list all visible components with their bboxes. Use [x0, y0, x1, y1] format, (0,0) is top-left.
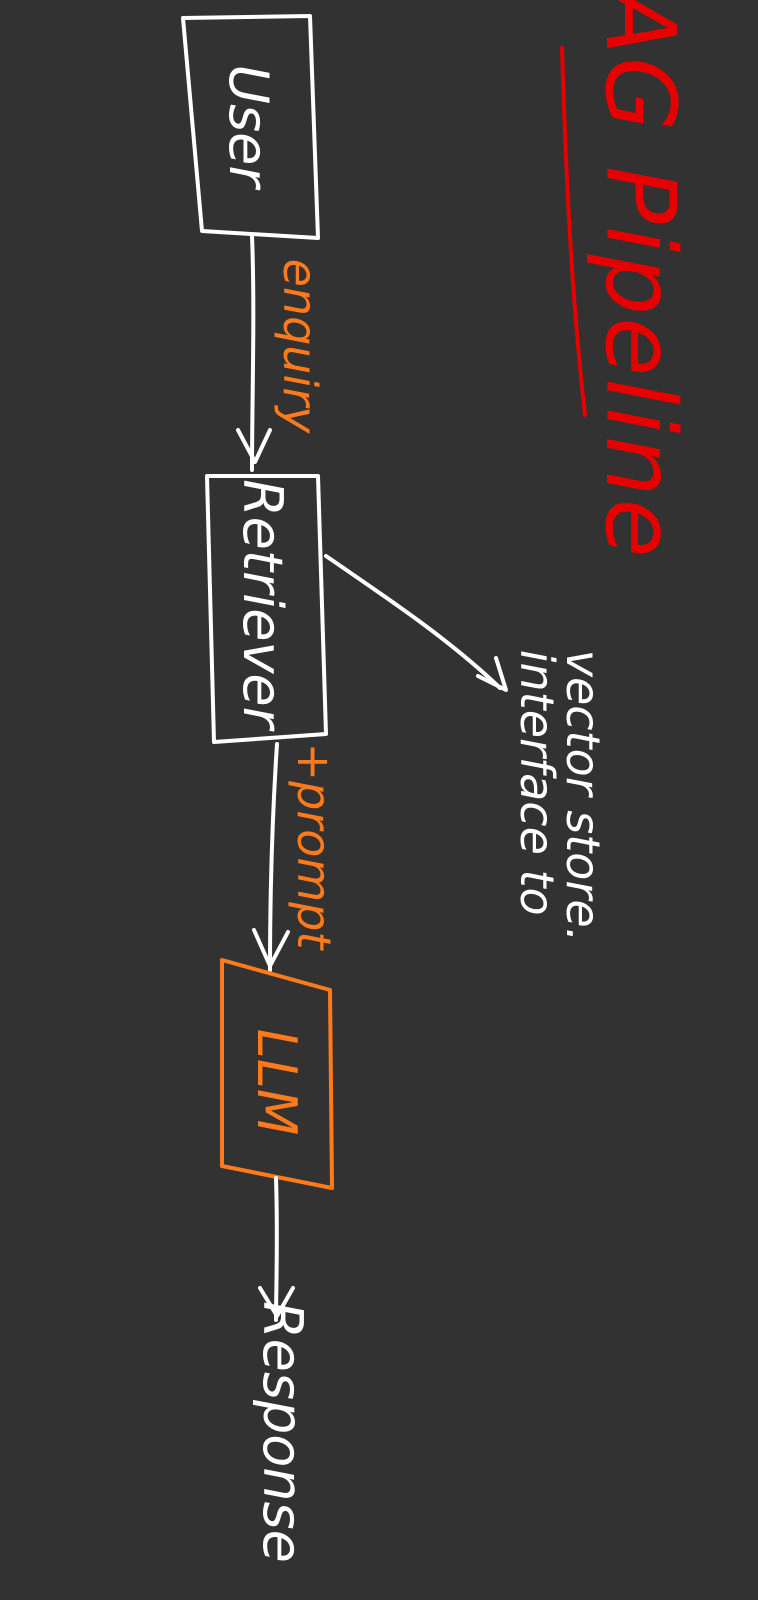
retriever-box [205, 474, 328, 744]
llm-node-label: LLM [245, 1028, 308, 1136]
user-node-label: User [217, 64, 280, 188]
user-box [181, 14, 320, 240]
prompt-edge-label: +prompt [287, 742, 341, 950]
title-underline [560, 46, 587, 417]
llm-response-arrowhead [258, 1286, 295, 1318]
user-retriever-connector [250, 234, 256, 472]
retriever-llm-arrowhead [252, 928, 290, 968]
note-line-2: vector store. [556, 649, 610, 943]
retriever-llm-connector [268, 742, 279, 972]
retriever-node-label: Retriever [231, 479, 294, 729]
retriever-note-connector [324, 554, 502, 690]
response-label: Response [251, 1301, 314, 1563]
vector-store-note: vector store. interface to [510, 649, 610, 943]
llm-box [220, 958, 334, 1190]
note-line-1: interface to [510, 649, 564, 916]
enquiry-edge-label: enquiry [273, 258, 327, 434]
retriever-note-arrowhead [476, 656, 508, 692]
user-retriever-arrowhead [236, 428, 272, 464]
llm-response-connector [274, 1176, 279, 1322]
diagram-title: RAG Pipeline [584, 0, 696, 560]
